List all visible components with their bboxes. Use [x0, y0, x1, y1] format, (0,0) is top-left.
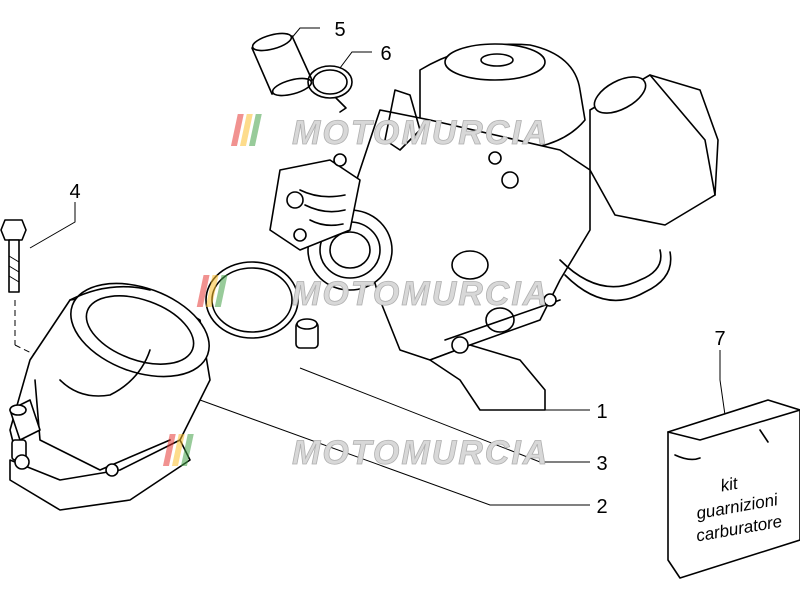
kit-label-line-1: kit — [719, 474, 740, 496]
watermark-stripe — [230, 114, 244, 146]
watermark-stripe — [239, 114, 253, 146]
watermark-group-2: MOTOMURCIA — [196, 275, 549, 313]
part-6-clamp-ring — [307, 65, 353, 113]
watermark-stripe — [196, 275, 210, 307]
watermark-text: MOTOMURCIA — [292, 434, 549, 472]
callout-6: 6 — [380, 43, 391, 65]
leader-line-5 — [289, 27, 320, 41]
leader-line-3 — [299, 367, 590, 463]
callout-2: 2 — [596, 496, 607, 518]
watermark-group-3: MOTOMURCIA — [162, 434, 549, 472]
watermark-stripe — [171, 434, 185, 466]
watermark-stripe — [214, 275, 228, 307]
watermark-stripe — [162, 434, 176, 466]
watermark-text: MOTOMURCIA — [292, 114, 549, 152]
leader-line-4 — [29, 202, 76, 249]
leader-lines — [14, 27, 726, 506]
callout-3: 3 — [596, 453, 607, 475]
part-3-hose-clamp — [205, 261, 319, 349]
part-2-intake-manifold — [9, 282, 211, 511]
callout-5: 5 — [334, 19, 345, 41]
watermark-text: MOTOMURCIA — [292, 275, 549, 313]
leader-line-2 — [199, 399, 590, 506]
callout-4: 4 — [69, 181, 80, 203]
leader-line-6 — [339, 51, 372, 69]
part-7-gasket-kit: kit guarnizioni carburatore — [667, 399, 800, 579]
part-4-bolt — [0, 219, 27, 293]
leader-line-7 — [719, 350, 726, 416]
part-1-carburetor — [269, 43, 719, 411]
watermark-stripe — [205, 275, 219, 307]
watermark-stripe — [248, 114, 262, 146]
callout-1: 1 — [596, 401, 607, 423]
part-5-sleeve — [251, 32, 313, 97]
callout-labels: 5 6 4 1 3 2 7 — [69, 19, 725, 518]
watermark-stripe — [180, 434, 194, 466]
watermark-group-1: MOTOMURCIA — [230, 114, 549, 152]
callout-7: 7 — [714, 328, 725, 350]
